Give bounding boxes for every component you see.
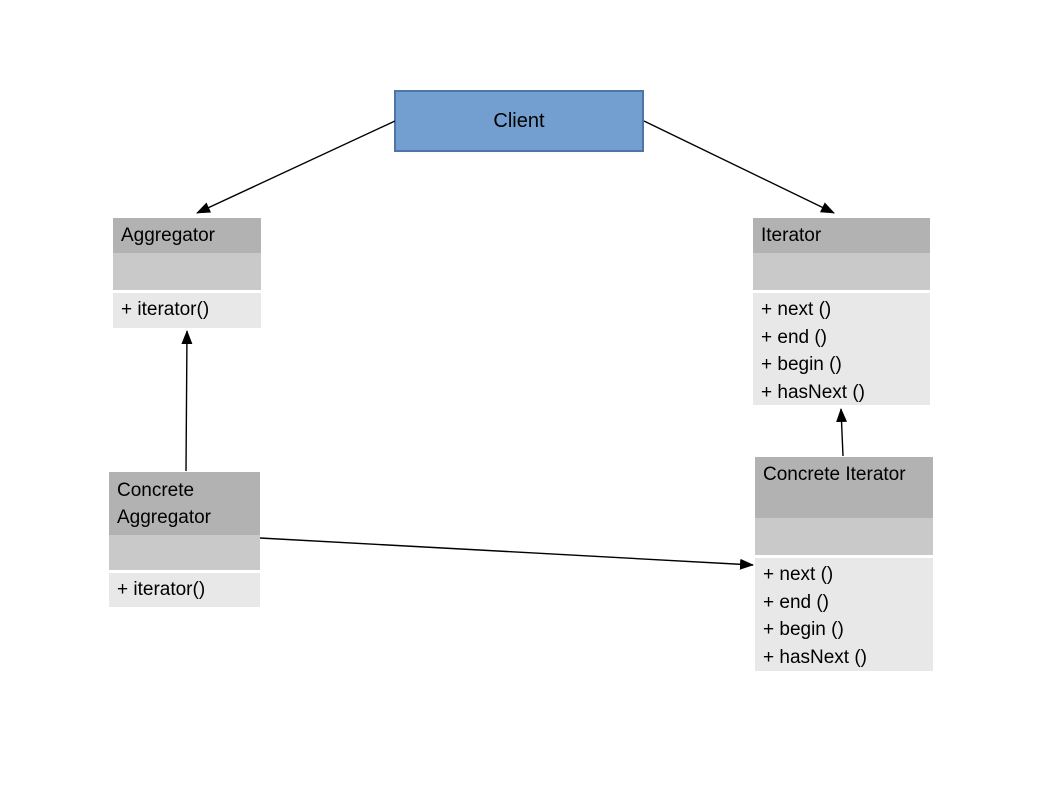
class-box-aggregator: Aggregator + iterator() [113,218,261,328]
class-box-concrete-aggregator: Concrete Aggregator + iterator() [109,472,260,607]
arrow-client-to-aggregator [196,120,396,214]
section-divider [755,555,933,558]
method: + next () [761,299,832,320]
class-methods: + iterator() [113,293,261,328]
class-attributes-empty [113,253,261,290]
section-divider [753,290,930,293]
arrow-concrete-aggregator-to-concrete-iterator [259,537,754,570]
section-divider [109,570,260,573]
client-box: Client [394,90,644,152]
class-methods: + next () + end () + begin () + hasNext … [753,293,930,405]
class-methods: + iterator() [109,573,260,607]
method: + iterator() [121,299,210,320]
arrow-concrete-iterator-to-iterator [836,408,848,457]
class-attributes-empty [755,518,933,555]
section-divider [113,290,261,293]
arrow-client-to-iterator [643,120,835,214]
method: + iterator() [117,579,206,600]
class-name: Iterator [753,218,930,253]
arrow-concrete-aggregator-to-aggregator [181,330,193,472]
method: + hasNext () [763,646,868,668]
class-attributes-empty [753,253,930,290]
method: + next () [763,564,834,585]
method: + begin () [763,619,844,640]
class-methods: + next () + end () + begin () + hasNext … [755,558,933,671]
class-name: Aggregator [113,218,261,253]
class-box-iterator: Iterator + next () + end () + begin () +… [753,218,930,405]
class-name: Concrete Iterator [755,457,933,518]
class-name: Concrete Aggregator [109,472,260,535]
class-attributes-empty [109,535,260,570]
method: + begin () [761,354,842,375]
client-label: Client [493,109,545,132]
method: + end () [761,326,828,348]
class-box-concrete-iterator: Concrete Iterator + next () + end () + b… [755,457,933,671]
method: + end () [763,591,830,613]
method: + hasNext () [761,381,866,403]
